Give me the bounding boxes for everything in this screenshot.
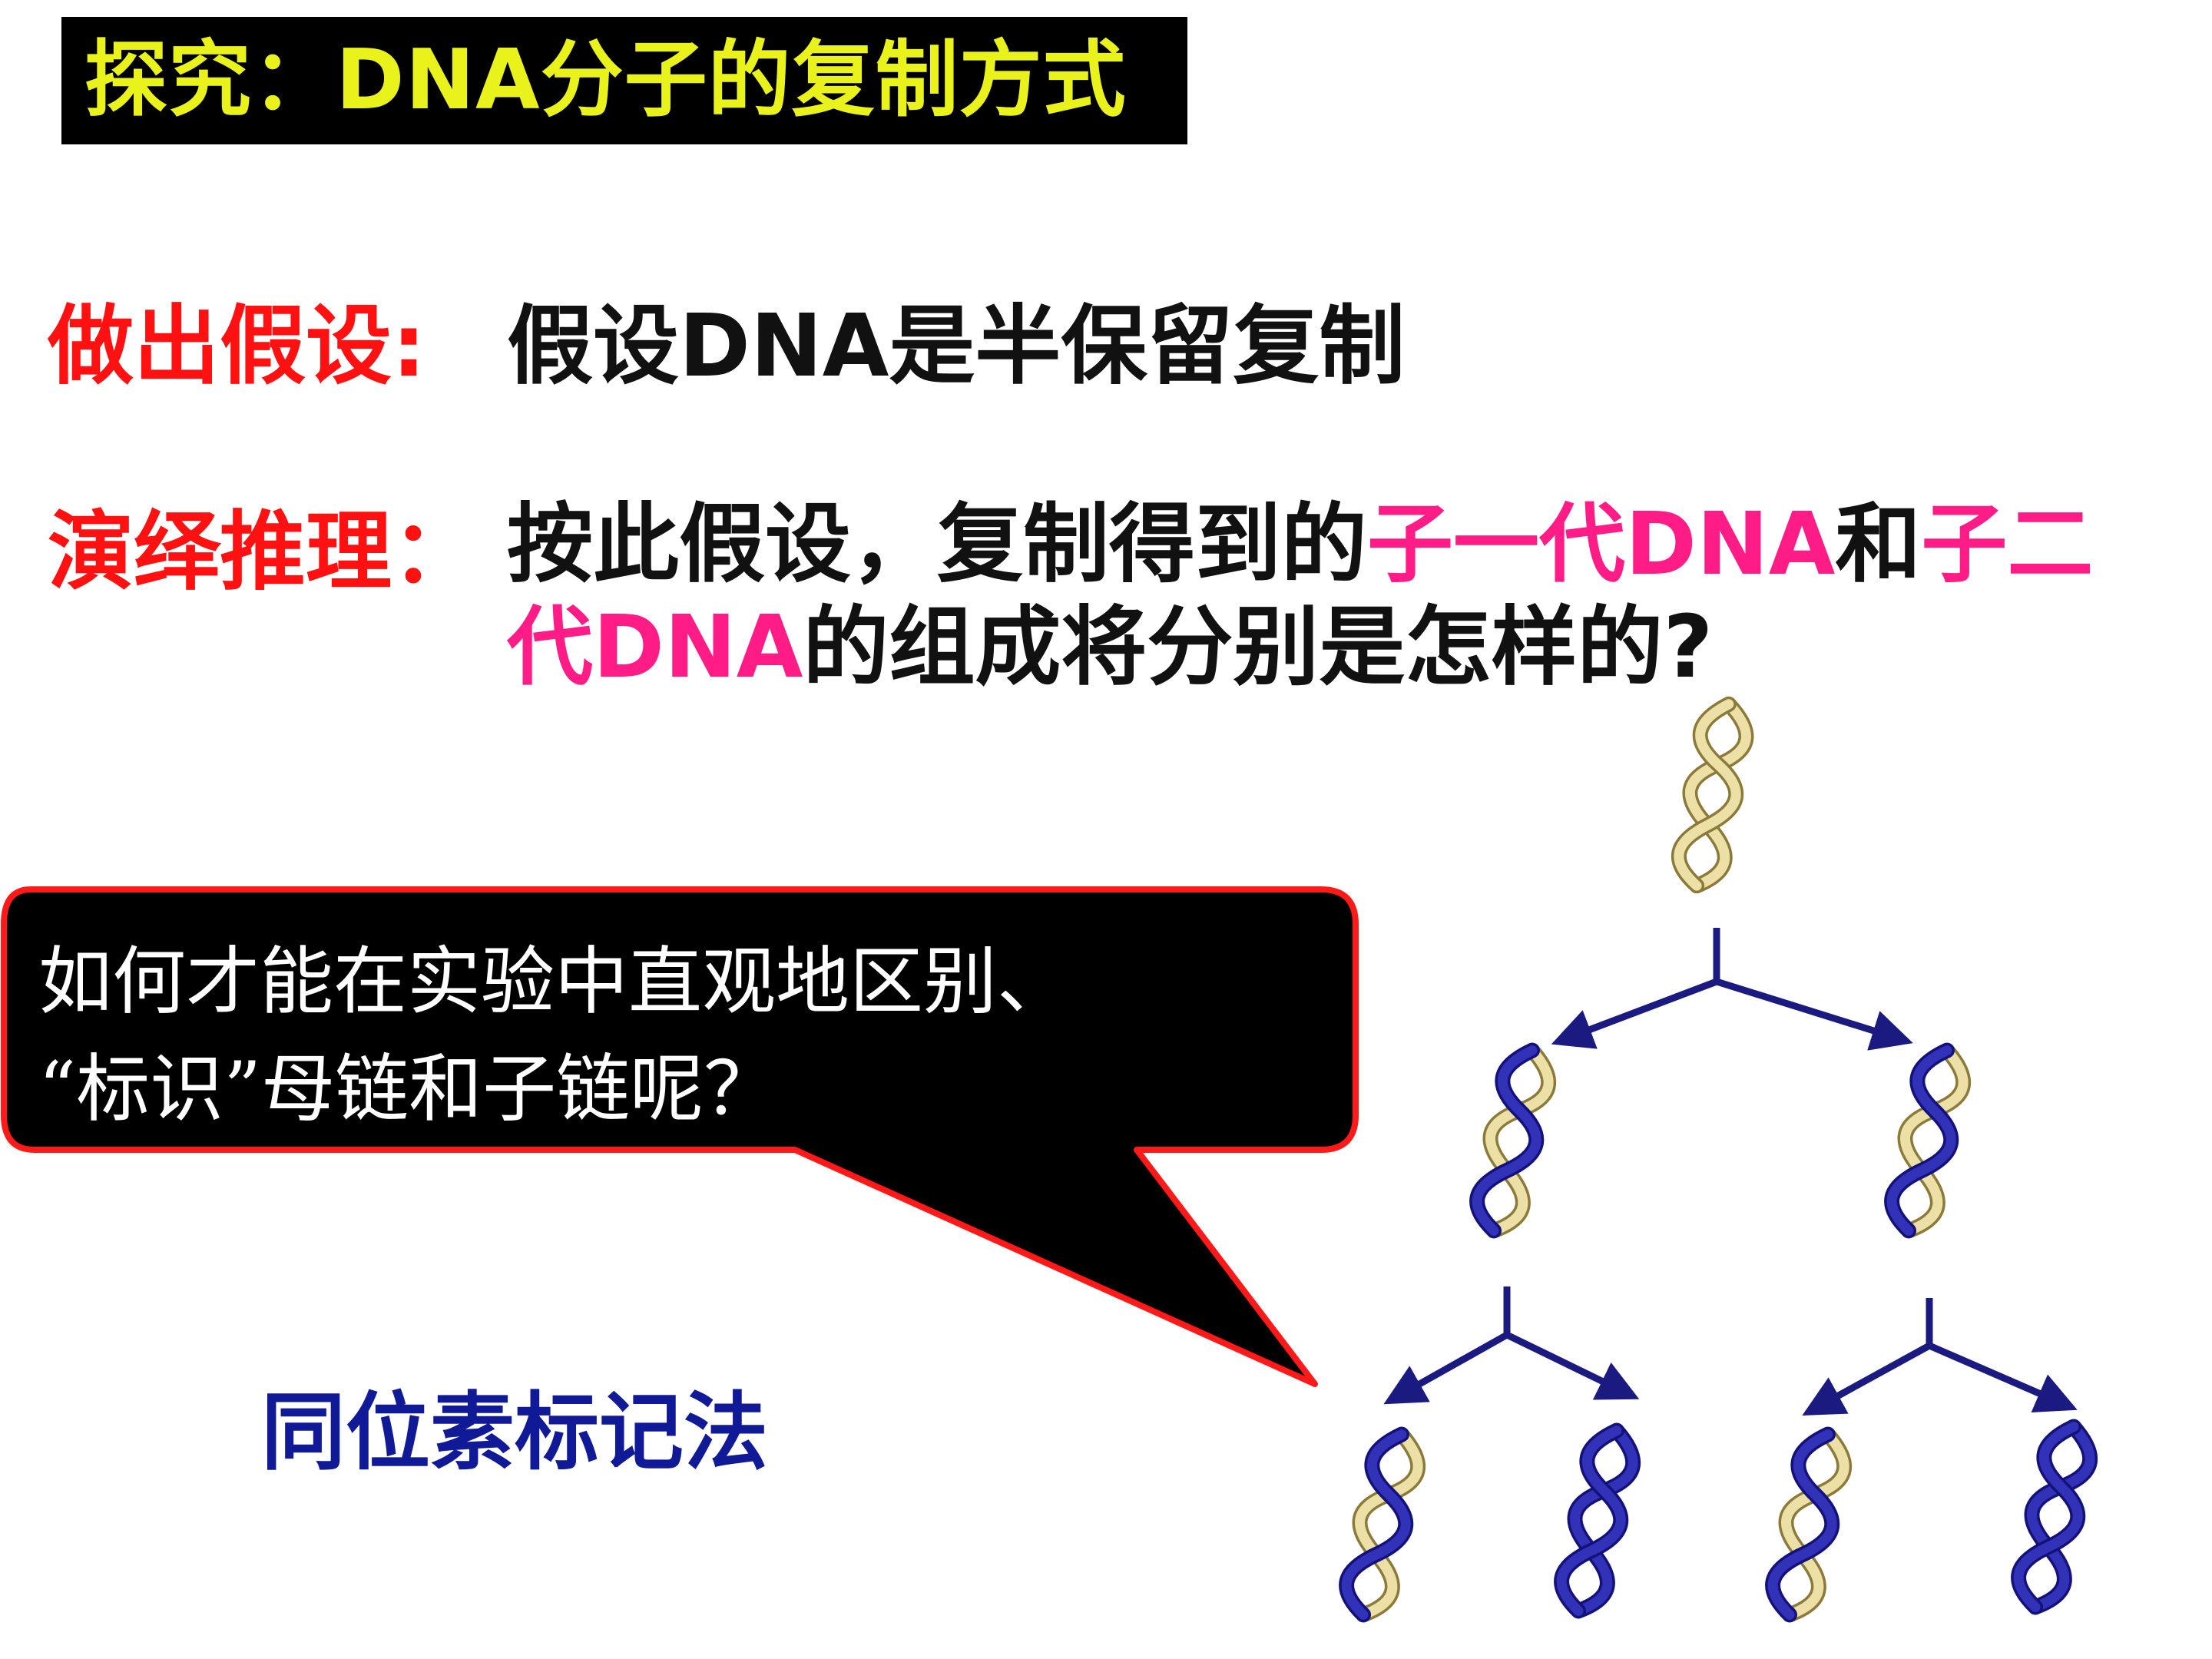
page-title: 探究：DNA分子的复制方式 — [84, 32, 1127, 128]
second-gen-dna-4-helix-icon — [2013, 1422, 2097, 1611]
split-arrow-right-icon — [1802, 1298, 2078, 1416]
second-gen-dna-3-helix-icon — [1767, 1429, 1851, 1619]
bubble-question-line-2: “标识”母链和子链呢？ — [38, 1046, 778, 1132]
parent-dna-helix-icon — [1674, 700, 1752, 890]
second-generation-dna-part: 子二 — [1921, 495, 2094, 594]
split-arrow-icon — [1551, 928, 1913, 1051]
hypothesis-label: 做出假设: — [48, 296, 426, 396]
deduction-question: 的组成将分别是怎样的? — [803, 598, 1714, 697]
isotope-labeling-method: 同位素标记法 — [261, 1383, 768, 1482]
hypothesis-text: 假设DNA是半保留复制 — [507, 296, 1406, 396]
second-gen-dna-2-helix-icon — [1556, 1426, 1640, 1615]
first-generation-dna: 子一代DNA — [1367, 495, 1836, 594]
deduction-line-1: 按此假设，复制得到的子一代DNA和子二 — [507, 475, 2093, 599]
second-gen-dna-1-helix-icon — [1341, 1429, 1425, 1619]
deduction-label: 演绎推理： — [48, 502, 478, 602]
second-generation-dna-rest: 代DNA — [507, 598, 803, 697]
bubble-question-line-1: 如何才能在实验中直观地区别、 — [38, 939, 1071, 1025]
deduction-line-2: 代DNA的组成将分别是怎样的? — [507, 578, 1713, 702]
title-banner: 探究：DNA分子的复制方式 — [61, 17, 1187, 144]
first-gen-dna-left-helix-icon — [1472, 1045, 1555, 1235]
split-arrow-left-icon — [1383, 1286, 1640, 1405]
deduction-text-c: 和 — [1835, 495, 1922, 594]
speech-bubble — [1, 886, 1359, 1387]
deduction-text-a: 按此假设，复制得到的 — [507, 495, 1367, 594]
dna-replication-diagram — [1306, 684, 2151, 1644]
first-gen-dna-right-helix-icon — [1886, 1045, 1970, 1235]
